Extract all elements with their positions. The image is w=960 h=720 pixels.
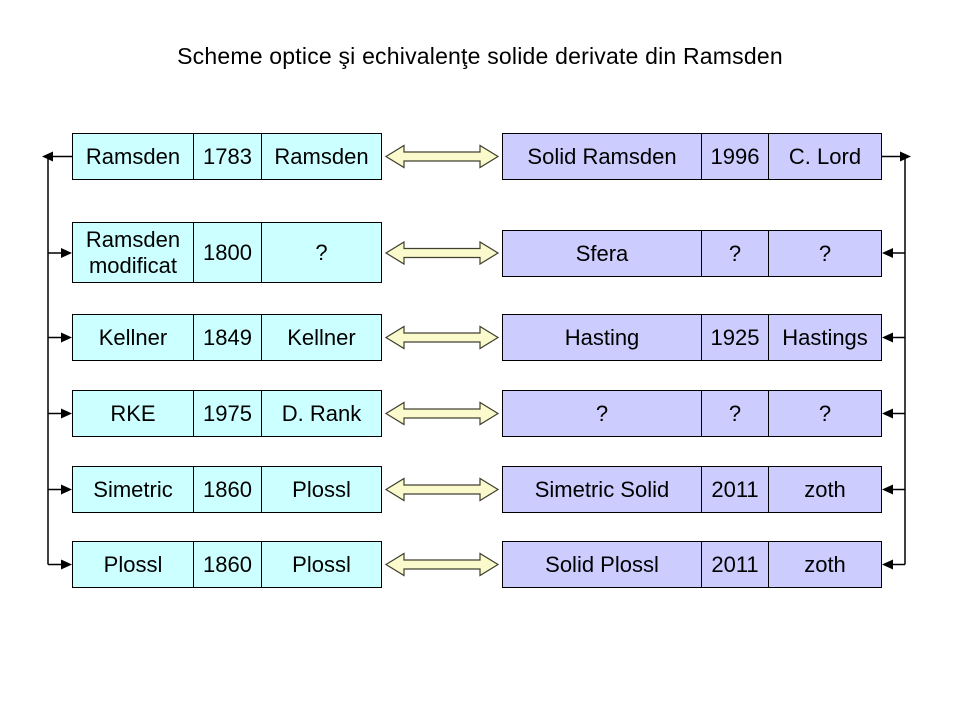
cell-designer: C. Lord xyxy=(768,134,881,179)
cell-designer: ? xyxy=(768,391,881,436)
right-connector-arrowhead xyxy=(882,484,893,495)
cell-year: 1975 xyxy=(193,391,261,436)
left-scheme-box-3: Kellner 1849 Kellner xyxy=(72,314,382,361)
cell-scheme-name: Simetric xyxy=(93,476,173,502)
cell-designer: Plossl xyxy=(261,542,381,587)
cell-year: 1849 xyxy=(193,315,261,360)
cell-year: ? xyxy=(701,391,768,436)
cell-scheme-name: Simetric Solid xyxy=(534,476,670,502)
cell-year: ? xyxy=(701,231,768,276)
cell-designer: D. Rank xyxy=(261,391,381,436)
left-scheme-box-6: Plossl 1860 Plossl xyxy=(72,541,382,588)
right-connector-arrowhead xyxy=(882,559,893,570)
cell-designer: zoth xyxy=(768,467,881,512)
cell-scheme-name: Solid Ramsden xyxy=(527,143,677,169)
left-connector-arrowhead xyxy=(42,151,53,162)
cell-designer: Plossl xyxy=(261,467,381,512)
left-scheme-box-2: Ramsden modificat 1800 ? xyxy=(72,222,382,283)
equivalence-arrow-icon xyxy=(384,240,500,266)
cell-year: 1783 xyxy=(193,134,261,179)
equivalence-arrow-icon xyxy=(384,325,500,350)
right-solid-box-5: Simetric Solid 2011 zoth xyxy=(502,466,882,513)
right-connector-arrowhead xyxy=(882,248,893,258)
left-connector-line xyxy=(47,155,72,566)
right-connector-arrowhead xyxy=(900,151,911,162)
cell-designer: Ramsden xyxy=(261,134,381,179)
cell-designer: Kellner xyxy=(261,315,381,360)
cell-year: 1860 xyxy=(193,542,261,587)
cell-scheme-name: RKE xyxy=(110,400,156,426)
cell-year: 1800 xyxy=(193,223,261,282)
cell-scheme-name: Ramsden xyxy=(85,143,181,169)
cell-designer: zoth xyxy=(768,542,881,587)
left-scheme-box-4: RKE 1975 D. Rank xyxy=(72,390,382,437)
right-connector-line xyxy=(882,155,906,566)
right-solid-box-2: Sfera ? ? xyxy=(502,230,882,277)
cell-scheme-name: ? xyxy=(595,400,609,426)
cell-designer: Hastings xyxy=(768,315,881,360)
right-connector-arrowhead xyxy=(882,332,893,343)
right-solid-box-3: Hasting 1925 Hastings xyxy=(502,314,882,361)
cell-year: 1925 xyxy=(701,315,768,360)
page-title: Scheme optice şi echivalenţe solide deri… xyxy=(177,43,783,69)
left-connector-arrowhead xyxy=(61,332,72,343)
right-solid-box-4: ? ? ? xyxy=(502,390,882,437)
left-connector-arrowhead xyxy=(61,248,72,258)
right-solid-box-6: Solid Plossl 2011 zoth xyxy=(502,541,882,588)
equivalence-arrow-icon xyxy=(384,144,500,169)
left-connector-arrowhead xyxy=(61,484,72,495)
right-solid-box-1: Solid Ramsden 1996 C. Lord xyxy=(502,133,882,180)
cell-year: 1996 xyxy=(701,134,768,179)
equivalence-arrow-icon xyxy=(384,552,500,577)
cell-designer: ? xyxy=(261,223,381,282)
left-connector-arrowhead xyxy=(61,408,72,419)
cell-scheme-name: Sfera xyxy=(575,240,629,266)
cell-year: 1860 xyxy=(193,467,261,512)
cell-year: 2011 xyxy=(701,467,768,512)
cell-year: 2011 xyxy=(701,542,768,587)
cell-scheme-name: Solid Plossl xyxy=(545,551,659,577)
equivalence-arrow-icon xyxy=(384,477,500,502)
left-connector-arrowhead xyxy=(61,559,72,570)
cell-designer: ? xyxy=(768,231,881,276)
cell-scheme-name: Kellner xyxy=(98,324,168,350)
left-scheme-box-1: Ramsden 1783 Ramsden xyxy=(72,133,382,180)
left-scheme-box-5: Simetric 1860 Plossl xyxy=(72,466,382,513)
cell-scheme-name: Plossl xyxy=(103,551,163,577)
equivalence-arrow-icon xyxy=(384,401,500,426)
cell-scheme-name: Hasting xyxy=(564,324,640,350)
right-connector-arrowhead xyxy=(882,408,893,419)
cell-scheme-name: Ramsden modificat xyxy=(85,226,181,278)
